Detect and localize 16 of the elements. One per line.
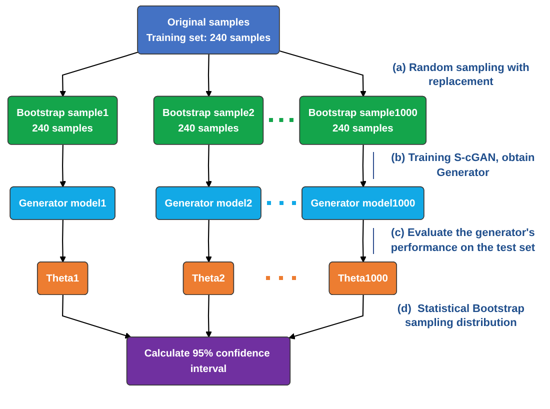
arrow [280,50,366,97]
step-annotation: (d) Statistical Bootstrap sampling distribution [396,302,526,330]
step-annotation: (b) Training S-cGAN, obtain Generator [390,151,536,180]
arrow [62,295,132,339]
arrow [60,52,138,97]
arrow [206,295,212,338]
arrow [206,220,212,263]
arrow [360,144,366,188]
step-annotation: (a) Random sampling with replacement [391,60,530,90]
arrow [288,295,364,340]
arrow [60,220,66,263]
arrow [206,54,212,97]
step-annotation: (c) Evaluate the generator's performance on the test set [390,226,536,255]
arrow [60,144,66,188]
arrow [206,144,212,188]
arrow [360,220,366,263]
